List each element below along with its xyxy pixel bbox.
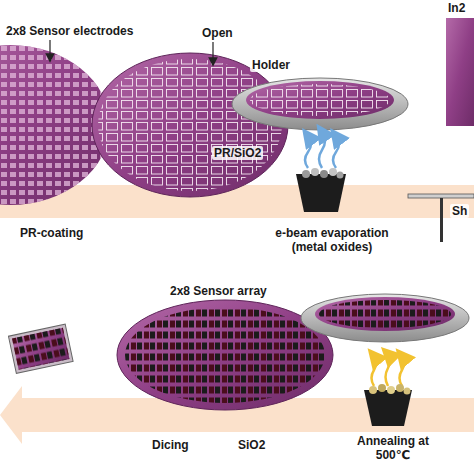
- callout-label: 2x8 Sensor electrodes: [4, 24, 135, 38]
- material-label: In2: [446, 1, 467, 15]
- wafer-holder: [301, 294, 469, 342]
- part-label: Holder: [250, 58, 292, 72]
- part-label: Sh: [450, 204, 469, 218]
- part-label: 2x8 Sensor array: [168, 284, 269, 298]
- pr-wafer: [92, 53, 288, 197]
- step-label: e-beam evaporation (metal oxides): [266, 226, 398, 255]
- heat-arrows: [372, 354, 405, 386]
- sensor-array-wafer: [117, 300, 333, 410]
- layer-label: PR/SiO2: [212, 146, 263, 160]
- process-band: [0, 185, 474, 218]
- leader-arrow: [212, 42, 213, 62]
- crucible: [296, 168, 346, 212]
- step-label: PR-coating: [18, 226, 85, 240]
- leader-arrow: [49, 40, 50, 58]
- diced-chip: [8, 324, 73, 373]
- wafer-holder: [232, 78, 408, 130]
- step-label: Annealing at 500℃: [345, 434, 441, 463]
- crucible: [364, 384, 412, 426]
- step-label: Dicing: [150, 438, 191, 452]
- vapor-arrows: [305, 132, 339, 168]
- callout-label: Open: [200, 26, 235, 40]
- layer-label: SiO2: [236, 438, 267, 452]
- sample-chip: [446, 18, 474, 126]
- shutter: [408, 194, 474, 242]
